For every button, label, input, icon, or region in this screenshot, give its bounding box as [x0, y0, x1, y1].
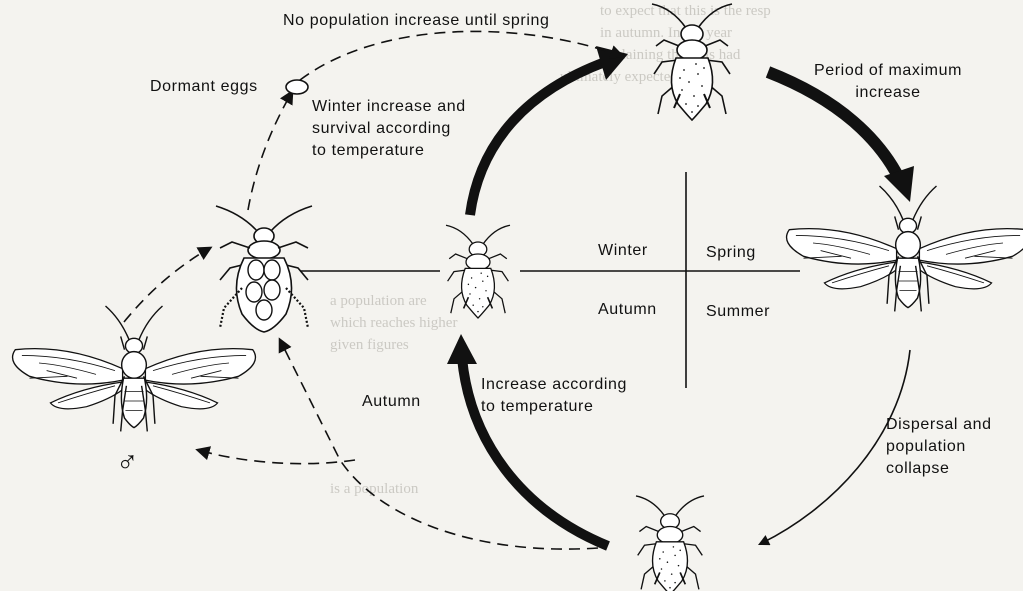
dashed-arrow-autumn-to-male	[198, 450, 355, 464]
label-winter-increase: Winter increase and survival according t…	[312, 96, 466, 162]
dashed-arrow-to-eggs	[248, 92, 292, 210]
label-increase-temperature-line2: to temperature	[481, 396, 627, 418]
dashed-arrow-male-to-female	[124, 248, 210, 322]
label-dispersal-line2: population	[886, 436, 992, 458]
label-winter-increase-line2: survival according	[312, 118, 466, 140]
season-spring: Spring	[706, 242, 756, 264]
label-dormant-eggs: Dormant eggs	[150, 76, 258, 98]
autumn-wingless-aphid-icon	[636, 496, 704, 591]
label-dispersal-line1: Dispersal and	[886, 414, 992, 436]
label-winter-increase-line3: to temperature	[312, 140, 466, 162]
arrowhead-autumn-to-winter	[447, 334, 477, 364]
label-winter-increase-line1: Winter increase and	[312, 96, 466, 118]
label-dispersal: Dispersal and population collapse	[886, 414, 992, 480]
label-autumn-migration: Autumn	[362, 391, 421, 413]
summer-wingless-aphid-icon	[652, 4, 732, 120]
male-symbol-icon: ♂	[116, 448, 139, 478]
season-autumn: Autumn	[598, 299, 657, 321]
label-maximum-increase-line1: Period of maximum	[808, 60, 968, 82]
season-quadrant-axes	[300, 172, 800, 388]
label-no-population-increase: No population increase until spring	[283, 10, 549, 32]
egg-laying-female-icon	[216, 206, 312, 332]
label-maximum-increase-line2: increase	[808, 82, 968, 104]
label-increase-temperature-line1: Increase according	[481, 374, 627, 396]
season-winter: Winter	[598, 240, 648, 262]
label-dispersal-line3: collapse	[886, 458, 992, 480]
arrow-winter-to-spring	[470, 62, 605, 215]
overwintering-aphid-icon	[446, 225, 510, 318]
label-increase-temperature: Increase according to temperature	[481, 374, 627, 418]
winged-male-aphid-icon	[13, 306, 256, 431]
winged-migrant-aphid-icon	[787, 186, 1023, 311]
season-summer: Summer	[706, 301, 770, 323]
label-maximum-increase: Period of maximum increase	[808, 60, 968, 104]
dormant-eggs-icon	[286, 80, 308, 94]
